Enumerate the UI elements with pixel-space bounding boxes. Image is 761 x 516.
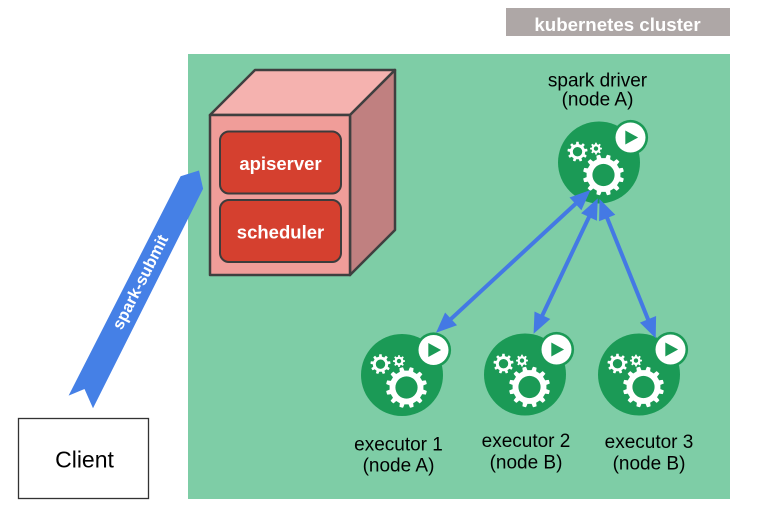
svg-text:(node B): (node B) (613, 453, 686, 474)
svg-text:(node B): (node B) (490, 453, 563, 474)
svg-text:(node A): (node A) (562, 90, 634, 111)
svg-text:spark-submit: spark-submit (109, 232, 172, 333)
svg-text:(node A): (node A) (363, 456, 435, 477)
svg-text:scheduler: scheduler (237, 221, 324, 242)
svg-text:kubernetes cluster: kubernetes cluster (534, 14, 700, 35)
svg-text:spark driver: spark driver (548, 70, 648, 91)
svg-text:Client: Client (55, 447, 114, 473)
svg-text:apiserver: apiserver (239, 153, 321, 174)
svg-text:executor 3: executor 3 (605, 432, 694, 453)
svg-text:executor 2: executor 2 (482, 431, 571, 452)
svg-text:executor 1: executor 1 (354, 435, 443, 456)
